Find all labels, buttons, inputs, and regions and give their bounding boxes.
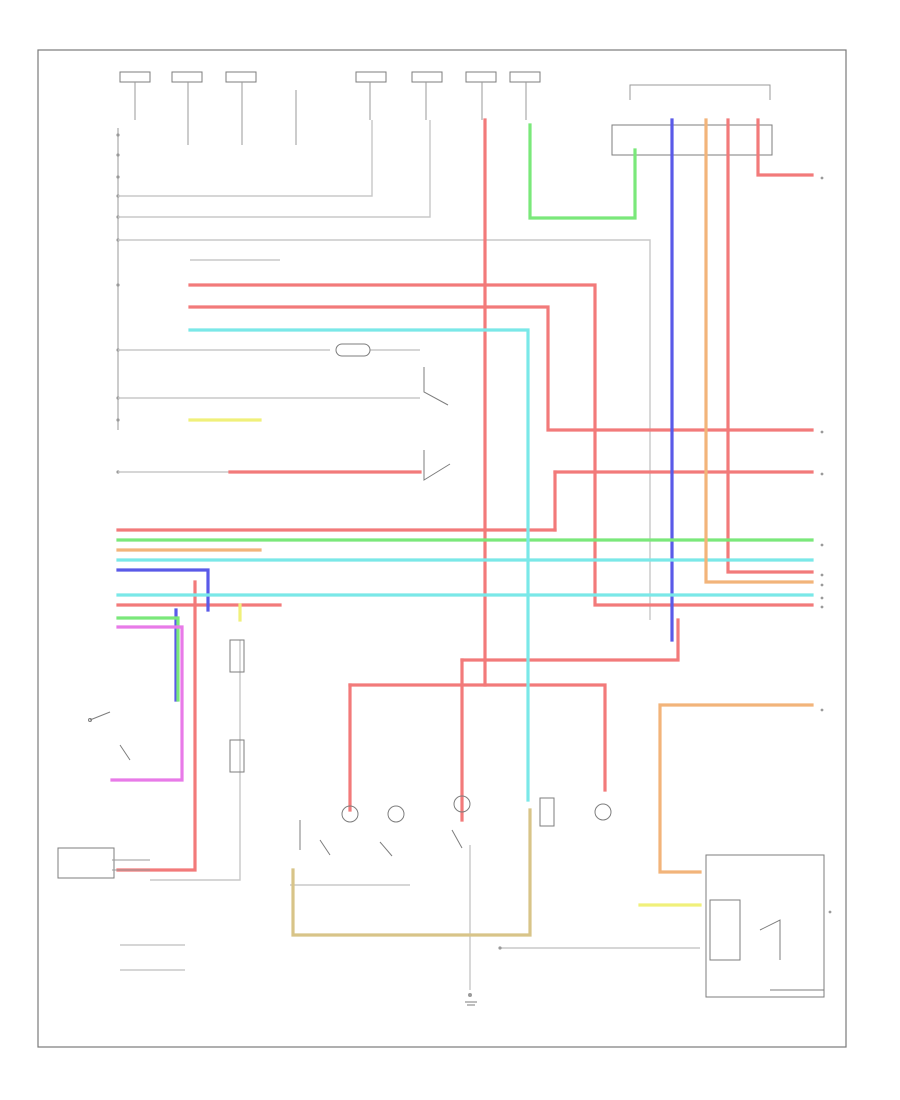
switch-components: [88, 711, 131, 761]
cyan-wires: [116, 328, 814, 802]
orange-wires: [116, 118, 814, 874]
left-connector-column: [116, 128, 120, 474]
blue-wire: [116, 118, 674, 702]
bottom-left-connector: [57, 847, 150, 879]
ground-symbols: [465, 946, 502, 1006]
red-wires: [116, 118, 814, 872]
right-edge-terminals: [820, 176, 832, 914]
right-connector-box: [611, 84, 773, 156]
lamp-components: [299, 795, 612, 857]
gray-wires: [118, 120, 700, 990]
violet-wire: [110, 625, 184, 782]
tan-wire: [291, 808, 532, 937]
yellow-wires: [188, 418, 702, 907]
control-unit-box: [705, 854, 825, 998]
green-wires: [116, 123, 814, 702]
diagram-border: [37, 49, 847, 1048]
relay-components: [229, 343, 451, 773]
top-fuse-labels: [119, 71, 541, 145]
